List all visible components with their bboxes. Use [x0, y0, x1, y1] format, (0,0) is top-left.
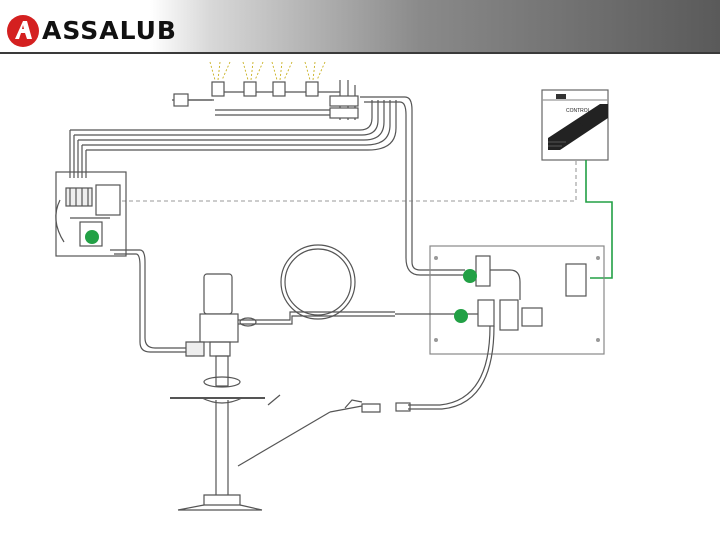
solenoid-valve [85, 230, 99, 244]
signal-cable [585, 160, 613, 279]
logo-mark-icon [7, 15, 39, 47]
control-unit-title: CONTROL [566, 108, 591, 114]
supply-line [110, 249, 190, 349]
grease-gun [237, 399, 411, 467]
header-bar [0, 0, 720, 52]
pump [185, 273, 395, 357]
brand-logo: ASSALUB [6, 14, 176, 50]
regulator-indicator [454, 309, 468, 323]
lubrication-nozzles [172, 61, 359, 120]
lubrication-system-diagram: CONTROL [55, 61, 613, 511]
hose-bundle [69, 96, 465, 276]
dashed-signal-line [122, 160, 577, 202]
hose-reel [280, 244, 356, 320]
air-valve-indicator [463, 269, 477, 283]
air-regulator-panel [395, 245, 605, 410]
spray-pattern [209, 61, 326, 81]
header-rule [0, 52, 720, 54]
brand-name: ASSALUB [42, 16, 177, 45]
drum-stand [170, 355, 281, 511]
control-unit [541, 89, 609, 161]
